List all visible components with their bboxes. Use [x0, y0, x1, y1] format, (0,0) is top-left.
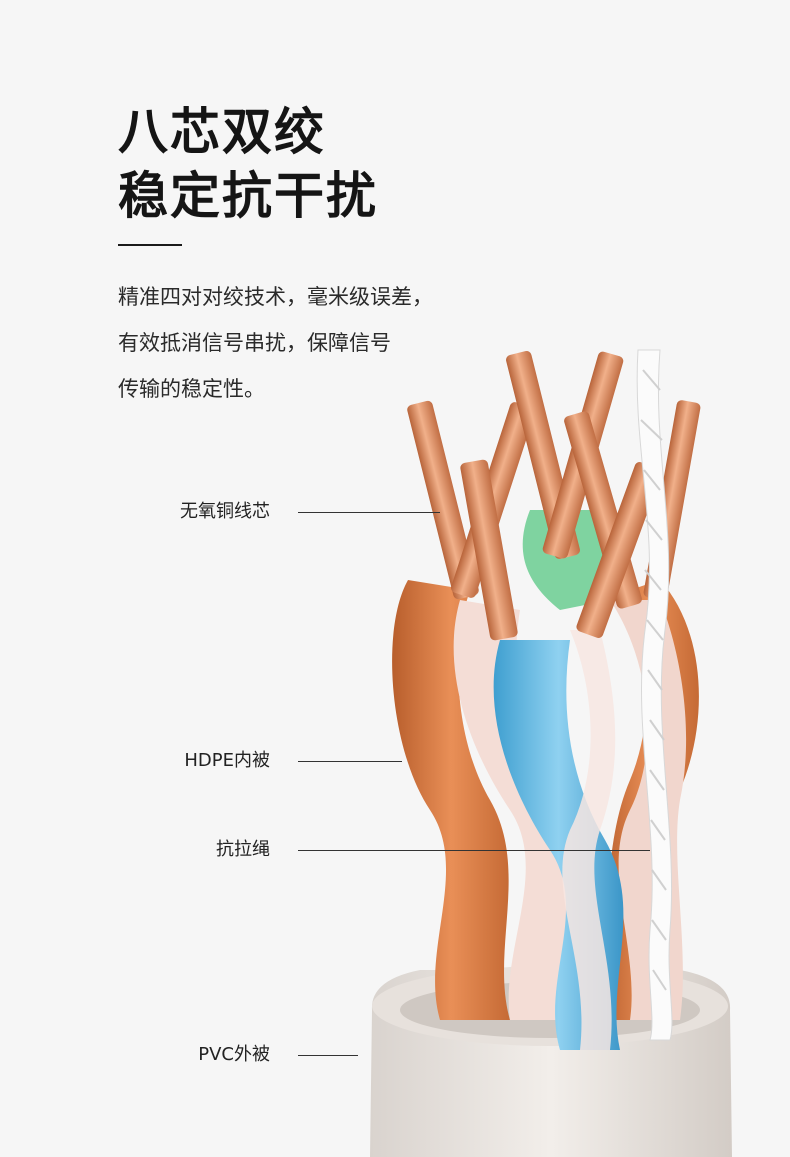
- orange-wire-back: [392, 580, 510, 1020]
- leader-line: [298, 512, 440, 513]
- pull-rope: [636, 349, 673, 1041]
- leader-line: [298, 850, 650, 851]
- headline-line-2: 稳定抗干扰: [118, 167, 378, 225]
- leader-line: [298, 1055, 358, 1056]
- title-underline: [118, 244, 182, 246]
- callout-label: HDPE内被: [184, 750, 270, 771]
- headline-line-1: 八芯双绞: [118, 103, 326, 161]
- callout-copper-core: 无氧铜线芯: [0, 500, 790, 524]
- leader-line: [298, 761, 402, 762]
- description-line-1: 精准四对对绞技术，毫米级误差，: [118, 285, 433, 309]
- headline: 八芯双绞 稳定抗干扰: [118, 100, 378, 228]
- callout-hdpe-inner: HDPE内被: [0, 749, 790, 773]
- cable-illustration: [370, 349, 732, 1157]
- blue-wire-stripe: [562, 630, 616, 1050]
- description-line-2: 有效抵消信号串扰，保障信号: [118, 331, 391, 355]
- callout-label: PVC外被: [198, 1044, 270, 1065]
- callout-label: 无氧铜线芯: [180, 501, 270, 522]
- callout-pull-rope: 抗拉绳: [0, 838, 790, 862]
- callout-pvc-outer: PVC外被: [0, 1043, 790, 1067]
- feature-description: 精准四对对绞技术，毫米级误差， 有效抵消信号串扰，保障信号 传输的稳定性。: [118, 274, 433, 412]
- green-wire: [522, 510, 610, 610]
- description-line-3: 传输的稳定性。: [118, 377, 265, 401]
- callout-label: 抗拉绳: [216, 839, 270, 860]
- copper-conductors: [407, 351, 701, 641]
- white-wire-left: [453, 600, 572, 1020]
